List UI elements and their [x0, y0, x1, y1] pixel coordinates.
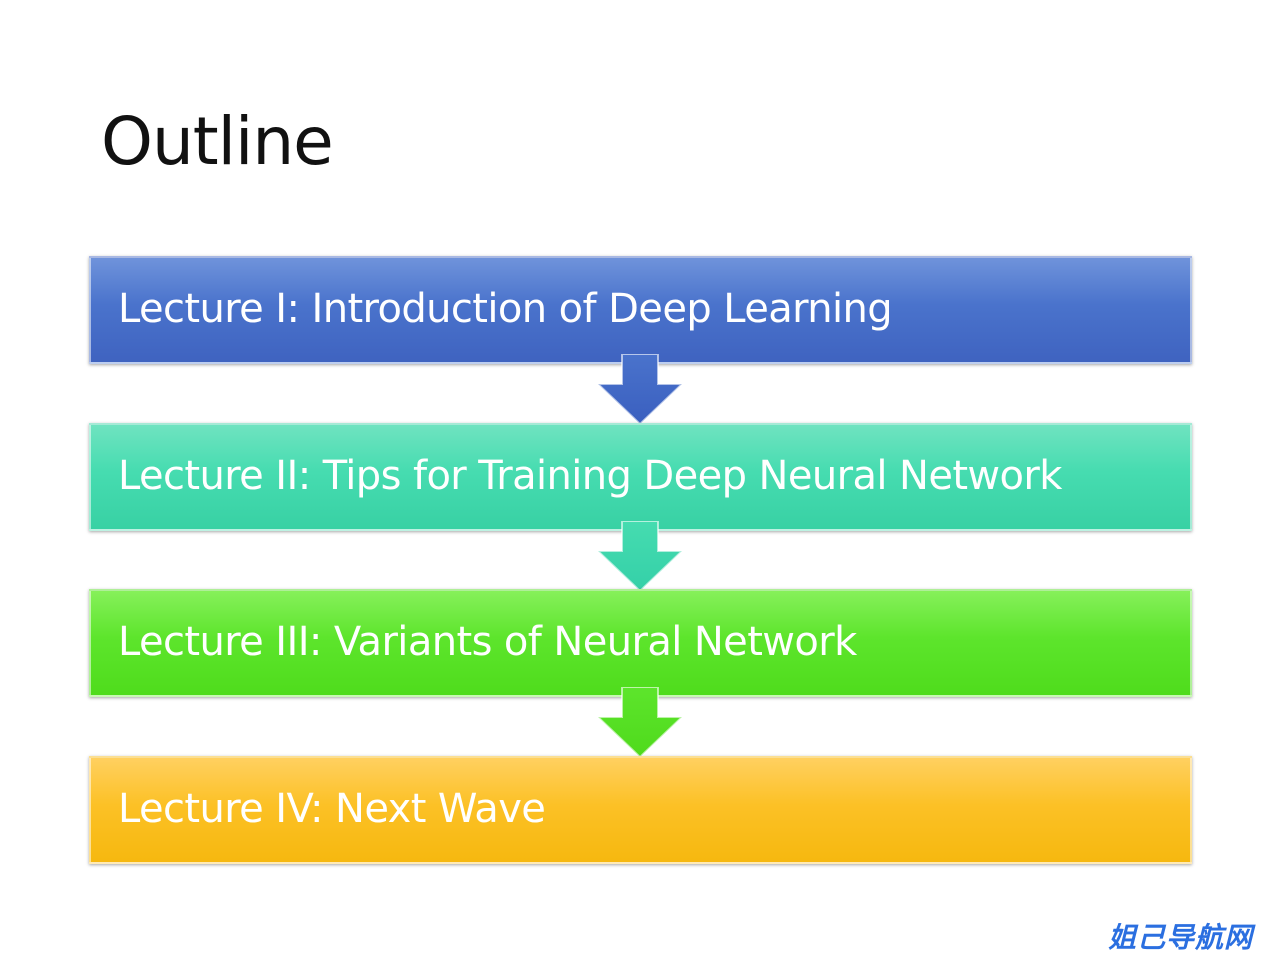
- lecture-label-2: Lecture II: Tips for Training Deep Neura…: [118, 453, 1062, 499]
- lecture-label-3: Lecture III: Variants of Neural Network: [118, 619, 857, 665]
- slide-title: Outline: [101, 103, 334, 180]
- down-arrow-icon: [598, 354, 682, 424]
- watermark: 姐己导航网: [1107, 921, 1253, 954]
- down-arrow-icon: [598, 521, 682, 591]
- lecture-label-4: Lecture IV: Next Wave: [118, 786, 546, 832]
- lecture-box-3: Lecture III: Variants of Neural Network: [89, 589, 1192, 697]
- lecture-label-1: Lecture I: Introduction of Deep Learning: [118, 286, 893, 332]
- lecture-box-2: Lecture II: Tips for Training Deep Neura…: [89, 423, 1192, 531]
- down-arrow-icon: [598, 687, 682, 757]
- lecture-box-4: Lecture IV: Next Wave: [89, 756, 1192, 864]
- lecture-box-1: Lecture I: Introduction of Deep Learning: [89, 256, 1192, 364]
